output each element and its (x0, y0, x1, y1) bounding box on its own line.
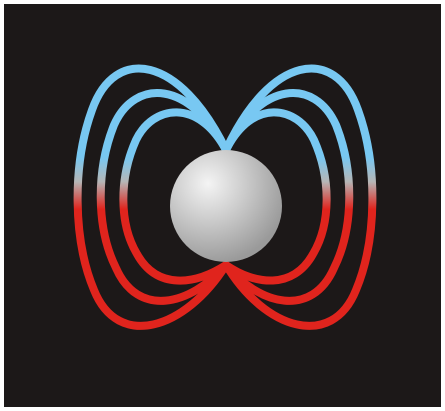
center-sphere (170, 150, 282, 262)
